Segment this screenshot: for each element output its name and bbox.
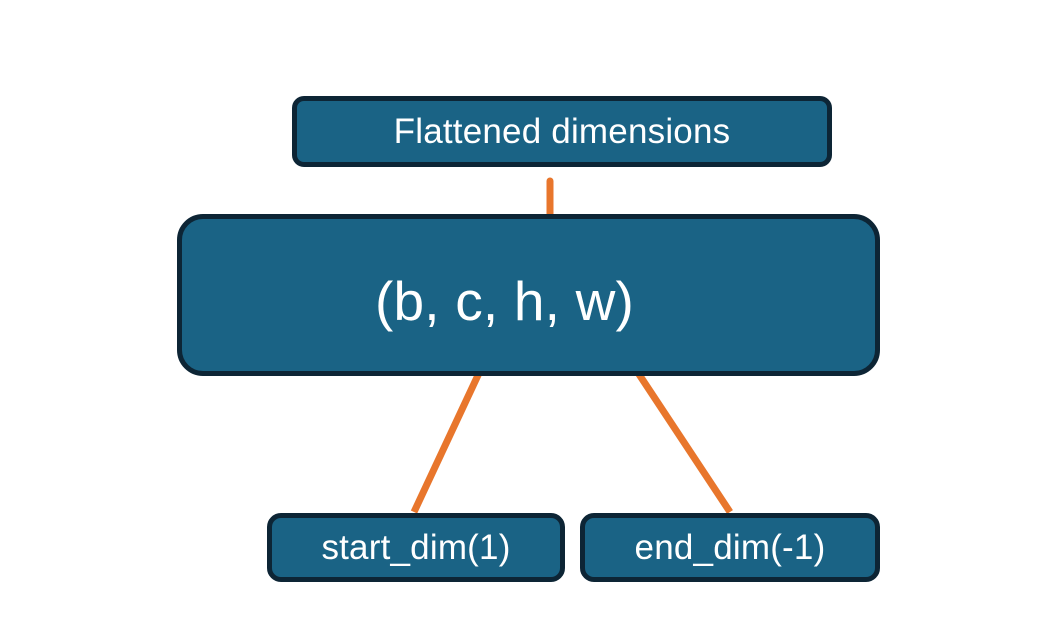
tensor-shape-label: (b, c, h, w) bbox=[374, 270, 635, 332]
end-dim-box: end_dim(-1) bbox=[580, 513, 880, 582]
flattened-dimensions-box: Flattened dimensions bbox=[292, 96, 832, 167]
flattened-dimensions-label: Flattened dimensions bbox=[393, 111, 731, 151]
tensor-shape-box: (b, c, h, w) bbox=[177, 214, 880, 376]
end-dim-label: end_dim(-1) bbox=[634, 527, 826, 567]
start-dim-label: start_dim(1) bbox=[321, 527, 511, 567]
start-dim-box: start_dim(1) bbox=[267, 513, 565, 582]
